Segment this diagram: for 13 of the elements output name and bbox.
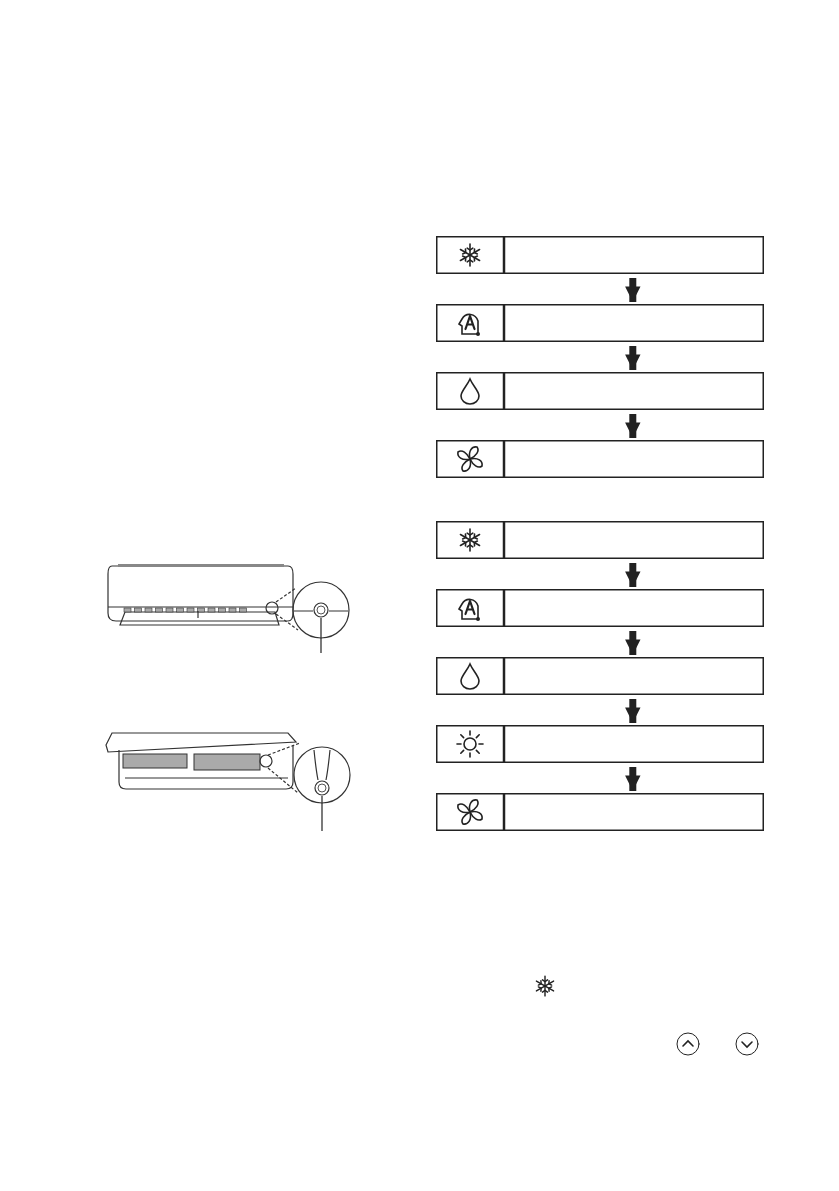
button: [314, 780, 330, 796]
mode-box: [436, 589, 764, 627]
mode-box: [436, 793, 764, 831]
mode-box: [436, 372, 764, 410]
leader-line: [321, 795, 323, 832]
mode-box: [436, 440, 764, 478]
mode-box: [436, 304, 764, 342]
button: [313, 602, 329, 618]
leader-line: [320, 617, 322, 654]
mode-box: [436, 521, 764, 559]
mode-box: [436, 236, 764, 274]
mode-box: [436, 657, 764, 695]
mode-box: [436, 725, 764, 763]
